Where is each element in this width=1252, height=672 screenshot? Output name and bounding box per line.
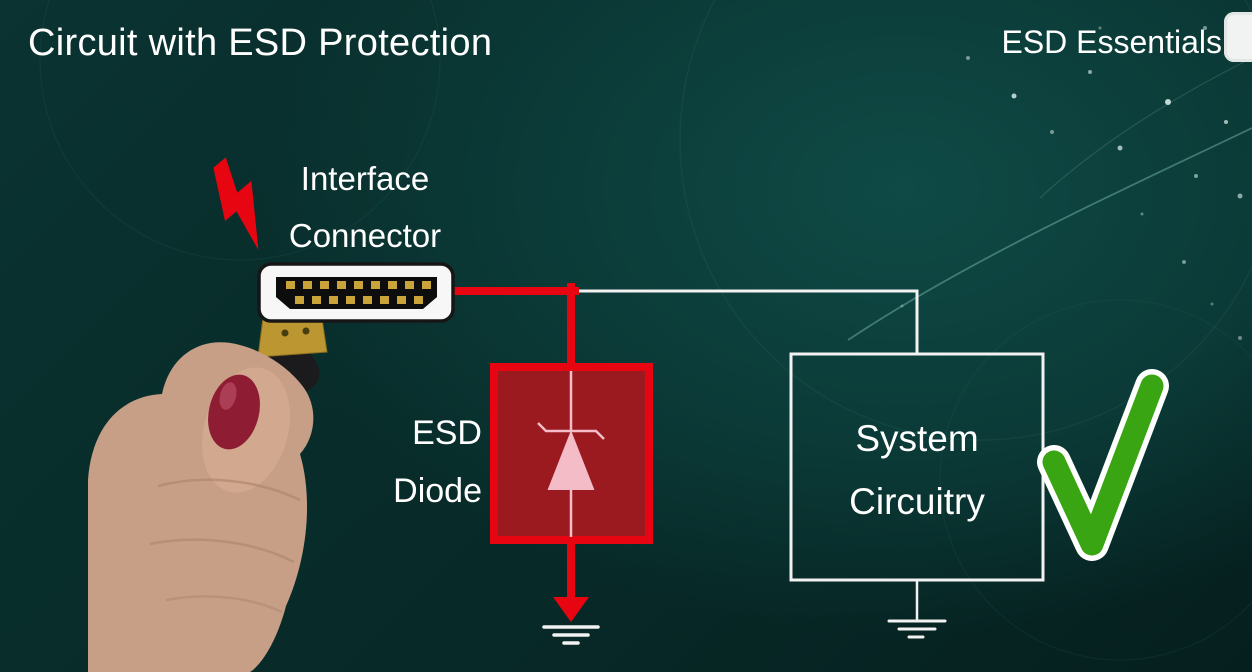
connector-shaft [257, 311, 328, 358]
system-label-line2: Circuitry [849, 481, 985, 522]
finger-creases [149, 478, 301, 614]
slide-title: Circuit with ESD Protection [28, 22, 493, 64]
signal-wire-white [569, 289, 919, 356]
zener-diode-symbol [537, 371, 605, 537]
interface-connector-label: Interface Connector [240, 150, 490, 264]
decor-curves [847, 57, 1252, 341]
connector-label-line1: Interface [300, 160, 430, 197]
decor-stars [900, 26, 1243, 340]
esd-diode-label: ESD Diode [330, 404, 482, 520]
system-circuitry-label: System Circuitry [791, 407, 1043, 533]
hdmi-pins [286, 281, 431, 304]
ground-arrow [553, 541, 589, 622]
diode-label-line1: ESD [412, 414, 482, 452]
hdmi-connector-icon [257, 262, 455, 323]
connector-label-line2: Connector [288, 217, 442, 254]
pass-check-icon [1037, 369, 1169, 561]
brand-text: ESD Essentials [1001, 24, 1222, 60]
brand-logo [1224, 12, 1252, 62]
hand-photo [88, 342, 314, 672]
esd-wire-red [441, 283, 579, 374]
diode-label-line2: Diode [393, 472, 482, 510]
ground-symbol-diode [542, 625, 600, 645]
ground-symbol-system [887, 578, 947, 639]
decor-circles [39, 0, 1252, 661]
esd-lightning-icon [213, 157, 259, 251]
system-label-line1: System [855, 418, 979, 459]
